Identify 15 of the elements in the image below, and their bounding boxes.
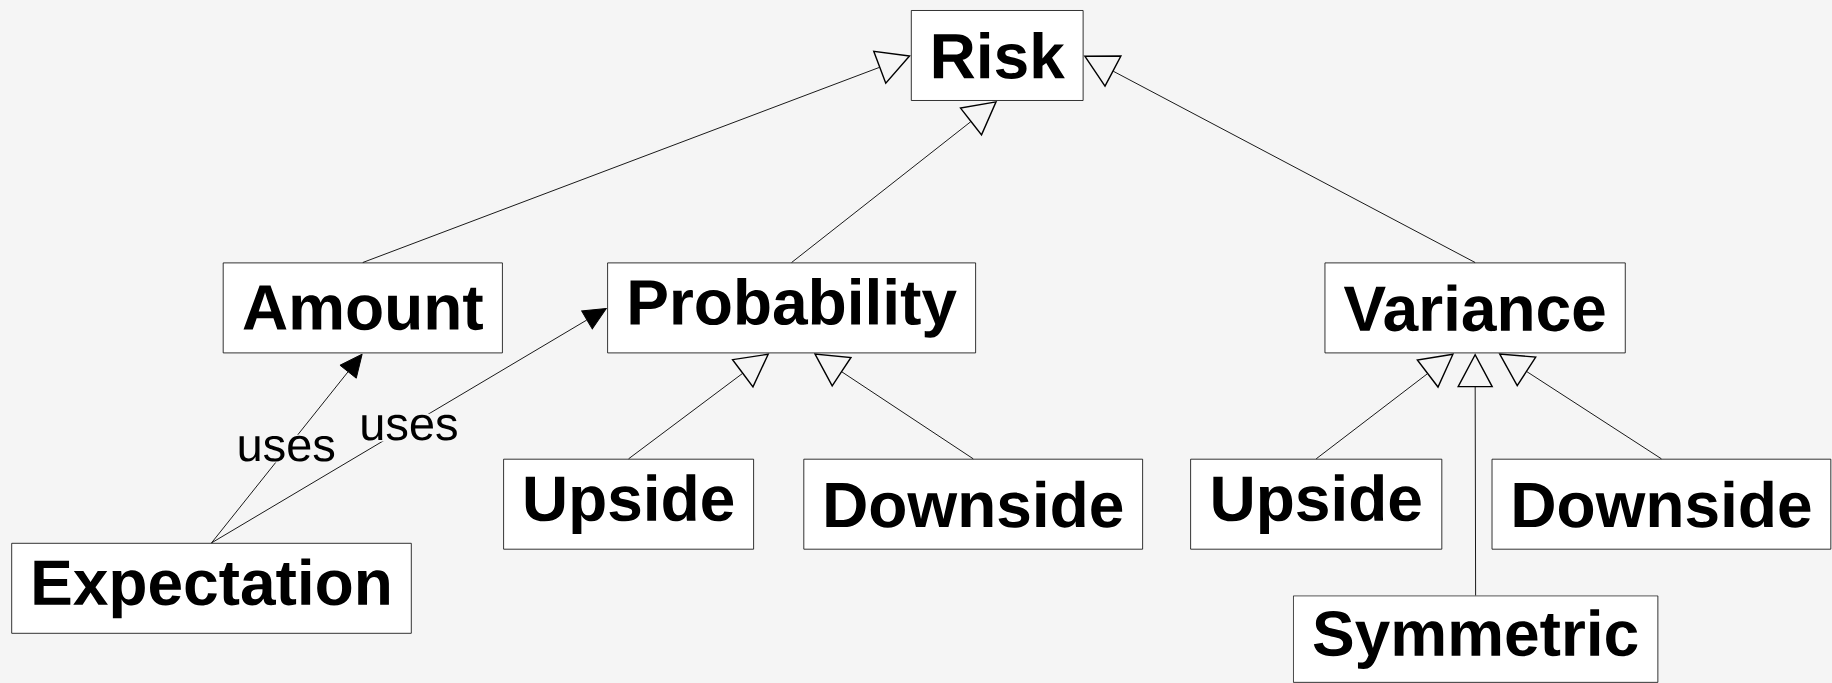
arrow [211,308,607,544]
class-box: Variance [1324,262,1626,354]
class-box: Upside [1190,458,1443,550]
class-box: Amount [222,262,503,354]
arrow [211,353,363,544]
arrow [362,50,911,263]
class-box: Risk [910,10,1084,101]
class-box: Downside [1491,458,1832,550]
class-box: Downside [803,458,1143,550]
class-box: Symmetric [1292,595,1659,683]
edge-label: uses [358,413,460,442]
class-box: Expectation [11,542,412,634]
class-box: Upside [503,458,754,550]
class-box: Probability [607,262,976,354]
edge-label: uses [235,434,337,463]
